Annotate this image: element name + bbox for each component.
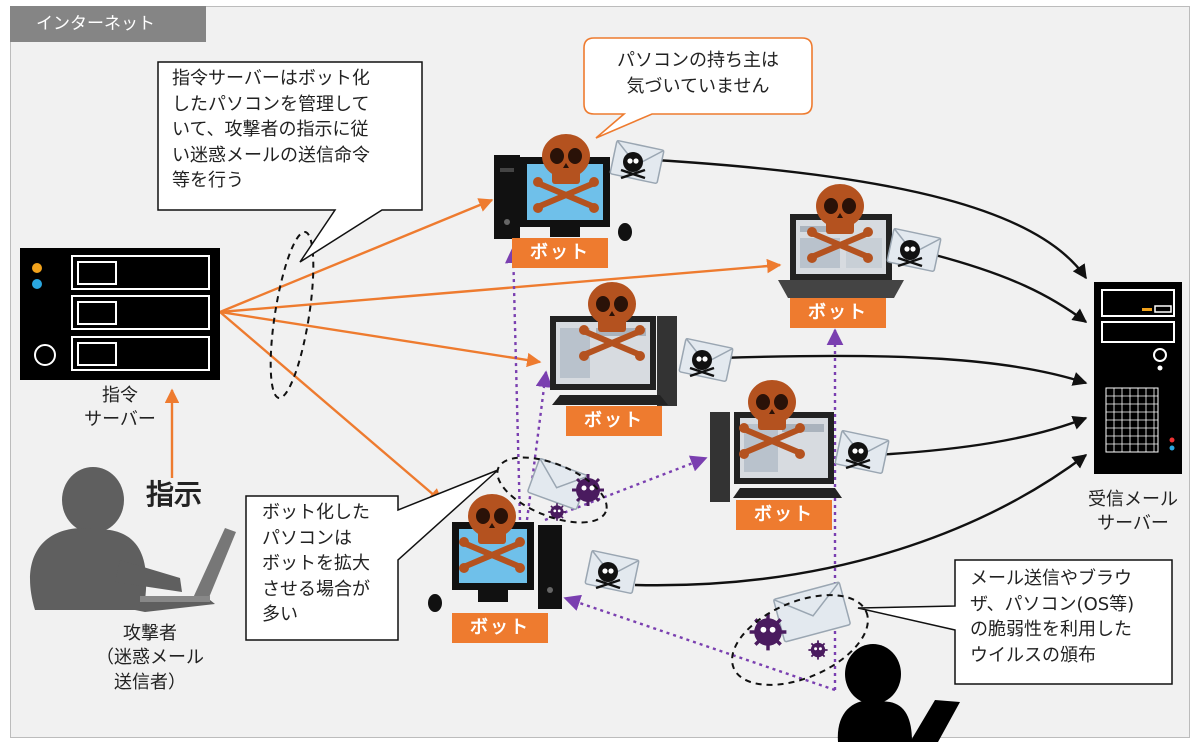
bot-pc-4-icon — [710, 380, 891, 502]
command-link-highlight — [269, 230, 315, 400]
owner-callout — [583, 37, 813, 139]
bot-badge-2: ボット — [790, 298, 886, 328]
infection-arrow-to-bot5 — [563, 594, 836, 692]
bot-spread-callout — [245, 469, 499, 641]
virus-mail-icon — [747, 581, 851, 661]
command-server-label: 指令 サーバー — [84, 385, 156, 431]
hacker-silhouette-icon — [837, 644, 960, 742]
bot-pc-1-icon — [494, 134, 666, 241]
spam-arrow-bot1 — [654, 158, 1087, 280]
bot-spread-note: ボット化した パソコンは ボットを拡大 させる場合が 多い — [262, 502, 370, 626]
infection-arrows — [504, 246, 844, 692]
attacker-label: 攻撃者 （迷惑メール 送信者） — [96, 623, 204, 693]
command-arrow-bot2 — [219, 258, 782, 314]
mail-server-icon — [1094, 282, 1182, 474]
infected-mail-icon — [527, 457, 606, 522]
spam-arrow-bot3 — [719, 354, 1088, 386]
infection-mail-highlight — [496, 456, 608, 524]
spam-arrow-bot5 — [634, 454, 1088, 587]
virus-mail-highlight — [731, 594, 869, 686]
bot-badge-4: ボット — [736, 500, 832, 530]
internet-label: インターネット — [10, 6, 206, 42]
command-arrow-bot5 — [219, 311, 444, 503]
command-server-icon — [20, 248, 220, 380]
bot-pc-3-icon — [550, 282, 735, 406]
infection-arrow-to-bot4 — [544, 455, 708, 522]
receiving-server-label: 受信メール サーバー — [1088, 489, 1178, 535]
bot-laptop-2-icon — [778, 184, 943, 298]
attacker-silhouette-icon — [30, 467, 236, 612]
instruction-label: 指示 — [145, 478, 202, 511]
spam-arrows — [634, 158, 1088, 587]
bot-badge-5: ボット — [452, 613, 548, 643]
spam-arrow-bot4 — [874, 416, 1088, 457]
infection-arrow-to-bot1 — [504, 246, 522, 521]
owner-note: パソコンの持ち主は 気づいていません — [617, 50, 779, 97]
command-arrow-bot1 — [219, 198, 494, 314]
bot-badge-3: ボット — [566, 406, 662, 436]
virus-callout — [857, 559, 1173, 685]
bot-pc-5-icon — [428, 494, 641, 612]
virus-note: メール送信やブラウ ザ、パソコン(OS等) の脆弱性を利用した ウイルスの頒布 — [970, 568, 1135, 666]
bot-badge-1: ボット — [512, 238, 608, 268]
command-server-callout — [157, 61, 423, 263]
spam-arrow-bot2 — [934, 253, 1088, 323]
command-server-note: 指令サーバーはボット化 したパソコンを管理して いて、攻撃者の指示に従 い迷惑メ… — [172, 68, 370, 192]
